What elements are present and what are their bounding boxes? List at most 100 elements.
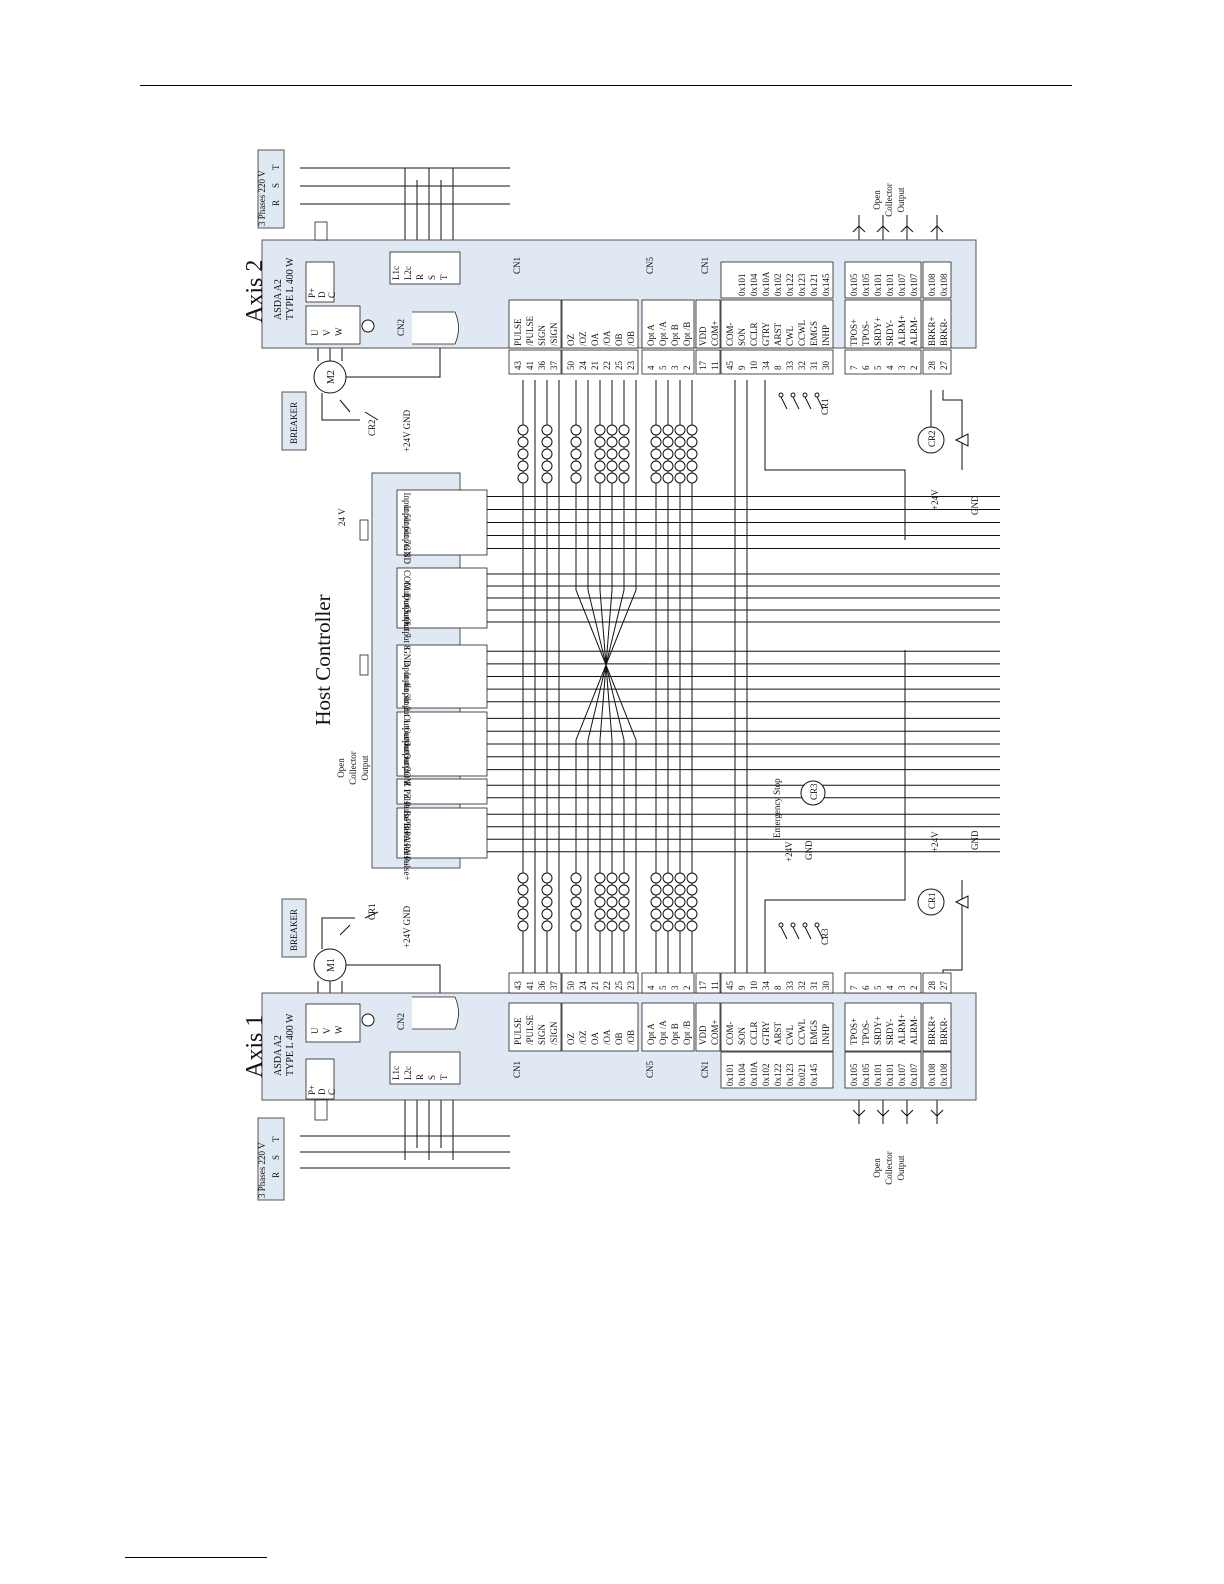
axis1-sig-tpos: TPOS+	[849, 1018, 859, 1045]
axis2-ferrite-bead	[650, 448, 662, 460]
axis1-ferrite-bead	[517, 872, 529, 884]
axis1-switch-relay-label: CR3	[820, 928, 830, 945]
axis1-pdc-box	[305, 1058, 335, 1100]
host-pin-input-3: Input 3	[402, 673, 412, 699]
axis2-sig-oa: OA	[590, 333, 600, 346]
axis1-pin-4: 4	[885, 985, 895, 990]
host-group-out1_4	[396, 711, 488, 777]
axis1-sig-ob: OB	[614, 1032, 624, 1045]
axis1-g4-pin-box	[695, 972, 721, 994]
axis1-ferrite-bead	[674, 908, 686, 920]
axis1-sig-alrm: ALRM+	[897, 1014, 907, 1045]
axis1-open-collector-1: Collector	[884, 1151, 894, 1185]
axis1-ferrite-bead	[517, 908, 529, 920]
axis2-switch-node	[814, 392, 820, 398]
axis1-ferrite-bead	[686, 872, 698, 884]
axis2-supply-phase-R: R	[271, 200, 281, 206]
axis1-breaker-box	[281, 898, 307, 958]
axis2-code-0x108: 0x108	[939, 273, 949, 296]
axis2-input-switch-0	[780, 396, 788, 410]
axis2-sig-com: COM-	[725, 322, 735, 346]
axis2-pin-43: 43	[513, 361, 523, 371]
axis1-open-collector-2: Output	[896, 1155, 906, 1181]
axis1-pin-9: 9	[737, 985, 747, 990]
axis1-sig-srdy: SRDY+	[873, 1016, 883, 1045]
axis2-ferrite-bead	[594, 424, 606, 436]
axis1-code-0x105: 0x105	[849, 1063, 859, 1086]
host-pin-output-7: Output 7	[402, 606, 412, 638]
axis1-code-0x104: 0x104	[737, 1063, 747, 1086]
axis2-g3-pin-box	[641, 349, 695, 375]
axis1-ferrite-bead	[541, 872, 553, 884]
axis1-ferrite-bead	[570, 920, 582, 932]
axis1-ferrite-bead	[650, 908, 662, 920]
axis1-code-0x108: 0x108	[927, 1063, 937, 1086]
axis2-g4-name-box	[695, 299, 721, 349]
axis2-ferrite-bead	[570, 424, 582, 436]
axis2-uvw-W: W	[334, 327, 344, 336]
host-pin-b-pulse: B Pulse+	[402, 823, 412, 856]
axis1-sig-pulse: PULSE	[513, 1017, 523, 1045]
axis2-pdc-p: P+	[307, 288, 317, 298]
axis2-pin-17: 17	[698, 361, 708, 371]
axis1-pin-37: 37	[549, 981, 559, 991]
axis2-code-0x121: 0x121	[809, 274, 819, 297]
axis2-sig-inhp: INHP	[821, 325, 831, 346]
axis2-sig-son: SON	[737, 327, 747, 346]
axis1-opto-arrow-0	[852, 1109, 866, 1117]
axis2-pin-9: 9	[737, 365, 747, 370]
axis1-title: Axis 1	[242, 1015, 268, 1078]
axis1-model: ASDA A2	[273, 1035, 284, 1076]
axis1-ferrite-bead	[606, 872, 618, 884]
estop-relay-label: CR3	[809, 783, 819, 800]
axis2-code-0x123: 0x123	[797, 273, 807, 296]
axis2-code-0x108: 0x108	[927, 273, 937, 296]
axis1-pin-2: 2	[682, 986, 692, 991]
axis2-ferrite-bead	[517, 436, 529, 448]
axis2-pin-41: 41	[525, 361, 535, 370]
axis2-ferrite-bead	[674, 424, 686, 436]
axis1-input-switch-2	[804, 926, 812, 940]
axis2-pdc-link	[314, 221, 328, 241]
axis2-cn2-label: CN2	[396, 319, 406, 336]
host-pin-input-5: Input 5	[402, 493, 412, 519]
axis2-pin-28: 28	[927, 361, 937, 371]
axis1-ferrite-bead	[662, 896, 674, 908]
axis1-pin-33: 33	[785, 981, 795, 991]
axis2-supply-label-box	[257, 149, 285, 229]
axis2-cn5-label: CN5	[645, 256, 655, 274]
axis2-g7-name-box	[922, 299, 952, 349]
axis1-sig-srdy: SRDY-	[885, 1019, 895, 1045]
axis1-sig-vdd: VDD	[698, 1025, 708, 1045]
axis2-pin-24: 24	[578, 361, 588, 371]
axis1-pin-2: 2	[909, 986, 919, 991]
axis2-pin-4: 4	[646, 365, 656, 370]
axis1-supply-phase-S: S	[271, 1155, 281, 1160]
host-group-in5_8	[396, 489, 488, 556]
axis2-g5-pin-box	[720, 349, 834, 375]
host-group-out5_8	[396, 567, 488, 629]
axis1-g6-pin-box	[844, 972, 922, 994]
axis1-power-term-l1c: L1c	[391, 1066, 401, 1080]
axis2-sig-ob: /OB	[626, 331, 636, 346]
axis2-breaker-label: BREAKER	[289, 402, 299, 444]
axis1-pin-32: 32	[797, 981, 807, 990]
axis2-ferrite-bead	[606, 436, 618, 448]
axis1-power-terminal-box	[389, 1051, 461, 1085]
axis1-code-0x145: 0x145	[809, 1063, 819, 1086]
axis2-sig-srdy: SRDY+	[873, 317, 883, 346]
axis2-ferrite-bead	[570, 472, 582, 484]
axis1-code-0x123: 0x123	[785, 1063, 795, 1086]
axis2-ferrite-bead	[686, 448, 698, 460]
axis1-sig-oz: /OZ	[578, 1031, 588, 1046]
axis1-ferrite-bead	[662, 908, 674, 920]
axis2-motor-icon	[313, 360, 347, 394]
host-pin-z-pulse-in: Z Pulse In-	[402, 781, 412, 821]
axis2-uvw-U: U	[310, 329, 320, 336]
axis2-cn2-plug-icon	[412, 311, 459, 345]
axis2-ferrite-bead	[606, 460, 618, 472]
axis2-breaker-relay: CR2	[367, 419, 377, 436]
axis2-diode-icon	[954, 433, 969, 447]
axis2-sig-brkr: BRKR-	[939, 318, 949, 346]
axis2-encoder-cable	[346, 344, 441, 378]
